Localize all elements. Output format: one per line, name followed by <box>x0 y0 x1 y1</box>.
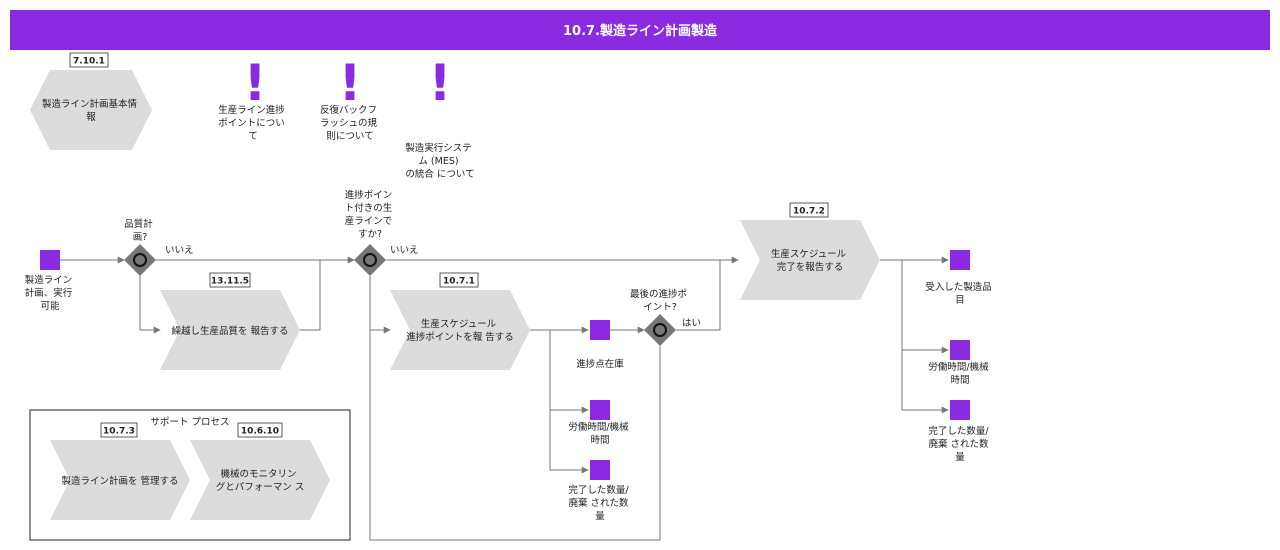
final-output-labor-machine-time-label: 労働時間/機械 時間 <box>928 361 991 386</box>
output-progress-inventory-label: 進捗点在庫 <box>576 358 624 370</box>
output-completed-scrapped-qty[interactable] <box>590 460 610 480</box>
process-13-11-5-label: 繰越し生産品質を 報告する <box>171 325 288 337</box>
process-10-7-2-badge: 10.7.2 <box>789 202 829 218</box>
final-output-received-item-label: 受入した製造品 目 <box>925 281 995 306</box>
gateway-last-progress-point-yes-label: はい <box>682 318 701 329</box>
process-10-7-3[interactable] <box>50 440 190 520</box>
gateway-quality-plan-no-label: いいえ <box>165 245 194 256</box>
process-10-7-1-label: 生産スケジュール 進捗ポイントを報 告する <box>406 318 514 343</box>
final-output-received-item[interactable] <box>950 250 970 270</box>
process-13-11-5[interactable] <box>160 290 300 370</box>
title-bar <box>10 10 1270 50</box>
gateway-last-progress-point-label: 最後の進捗ポ イント? <box>630 288 690 313</box>
gateway-progress-line-no-label: いいえ <box>390 245 419 256</box>
exclamation-icon: ! <box>339 54 362 112</box>
hexagon-shape[interactable] <box>30 70 152 150</box>
final-output-completed-scrapped-qty-label: 完了した数量/ 廃棄 された数 量 <box>928 425 991 463</box>
output-completed-scrapped-qty-label: 完了した数量/ 廃棄 された数 量 <box>568 484 631 522</box>
note-backflush-rules[interactable]: ! 反復バックフ ラッシュの規 則について <box>320 54 380 142</box>
process-10-7-1[interactable] <box>390 290 530 370</box>
exclamation-icon: ! <box>429 54 452 112</box>
gateway-progress-line[interactable] <box>354 244 386 276</box>
svg-text:13.11.5: 13.11.5 <box>211 277 249 287</box>
output-progress-inventory[interactable] <box>590 320 610 340</box>
gateway-last-progress-point[interactable] <box>644 314 676 346</box>
svg-text:7.10.1: 7.10.1 <box>73 57 105 67</box>
process-10-7-2-label: 生産スケジュール 完了を報告する <box>771 248 849 273</box>
svg-text:10.7.1: 10.7.1 <box>443 277 475 287</box>
svg-text:反復バックフ ラッシュの規 則につい: 反復バックフ ラッシュの規 則について <box>320 104 380 142</box>
process-10-6-10-label: 機械のモニタリン グとパフォーマン ス <box>216 468 305 493</box>
svg-text:10.7.3: 10.7.3 <box>103 427 135 437</box>
process-10-6-10-badge: 10.6.10 <box>237 422 283 438</box>
note-mes-integration[interactable]: ! 製造実行システ ム (MES) の統合 について <box>405 54 475 180</box>
gateway-progress-line-label: 進捗ポイン ト付きの生 産ラインで すか? <box>345 189 396 240</box>
svg-text:10.6.10: 10.6.10 <box>241 427 279 437</box>
hexagon-label: 製造ライン計画基本情 報 <box>42 98 140 123</box>
support-process-box <box>29 409 351 541</box>
support-process-label: サポート プロセス <box>150 417 229 428</box>
exclamation-icon: ! <box>244 54 267 112</box>
final-output-labor-machine-time[interactable] <box>950 340 970 360</box>
gateway-quality-plan[interactable] <box>124 244 156 276</box>
process-10-6-10[interactable] <box>190 440 330 520</box>
process-10-7-2[interactable] <box>740 220 880 300</box>
hexagon-badge: 7.10.1 <box>69 52 109 68</box>
process-13-11-5-badge: 13.11.5 <box>209 272 251 288</box>
svg-text:10.7.2: 10.7.2 <box>793 207 825 217</box>
start-event[interactable] <box>40 250 60 270</box>
output-labor-machine-time-label: 労働時間/機械 時間 <box>568 421 631 446</box>
flow-lines <box>60 256 949 541</box>
process-10-7-3-label: 製造ライン計画を 管理する <box>61 475 178 487</box>
output-labor-machine-time[interactable] <box>590 400 610 420</box>
start-event-label: 製造ライン 計画、実行 可能 <box>25 274 76 312</box>
svg-text:生産ライン進捗 ポイントについ て: 生産ライン進捗 ポイントについ て <box>218 104 288 142</box>
page-title: 10.7.製造ライン計画製造 <box>563 23 718 39</box>
svg-text:製造実行システ ム (MES) の統: 製造実行システ ム (MES) の統合 について <box>405 142 475 180</box>
process-10-7-3-badge: 10.7.3 <box>100 422 138 438</box>
process-10-7-1-badge: 10.7.1 <box>439 272 479 288</box>
gateway-quality-plan-label: 品質計 画? <box>124 218 156 243</box>
note-progress-point[interactable]: ! 生産ライン進捗 ポイントについ て <box>218 54 288 142</box>
final-output-completed-scrapped-qty[interactable] <box>950 400 970 420</box>
